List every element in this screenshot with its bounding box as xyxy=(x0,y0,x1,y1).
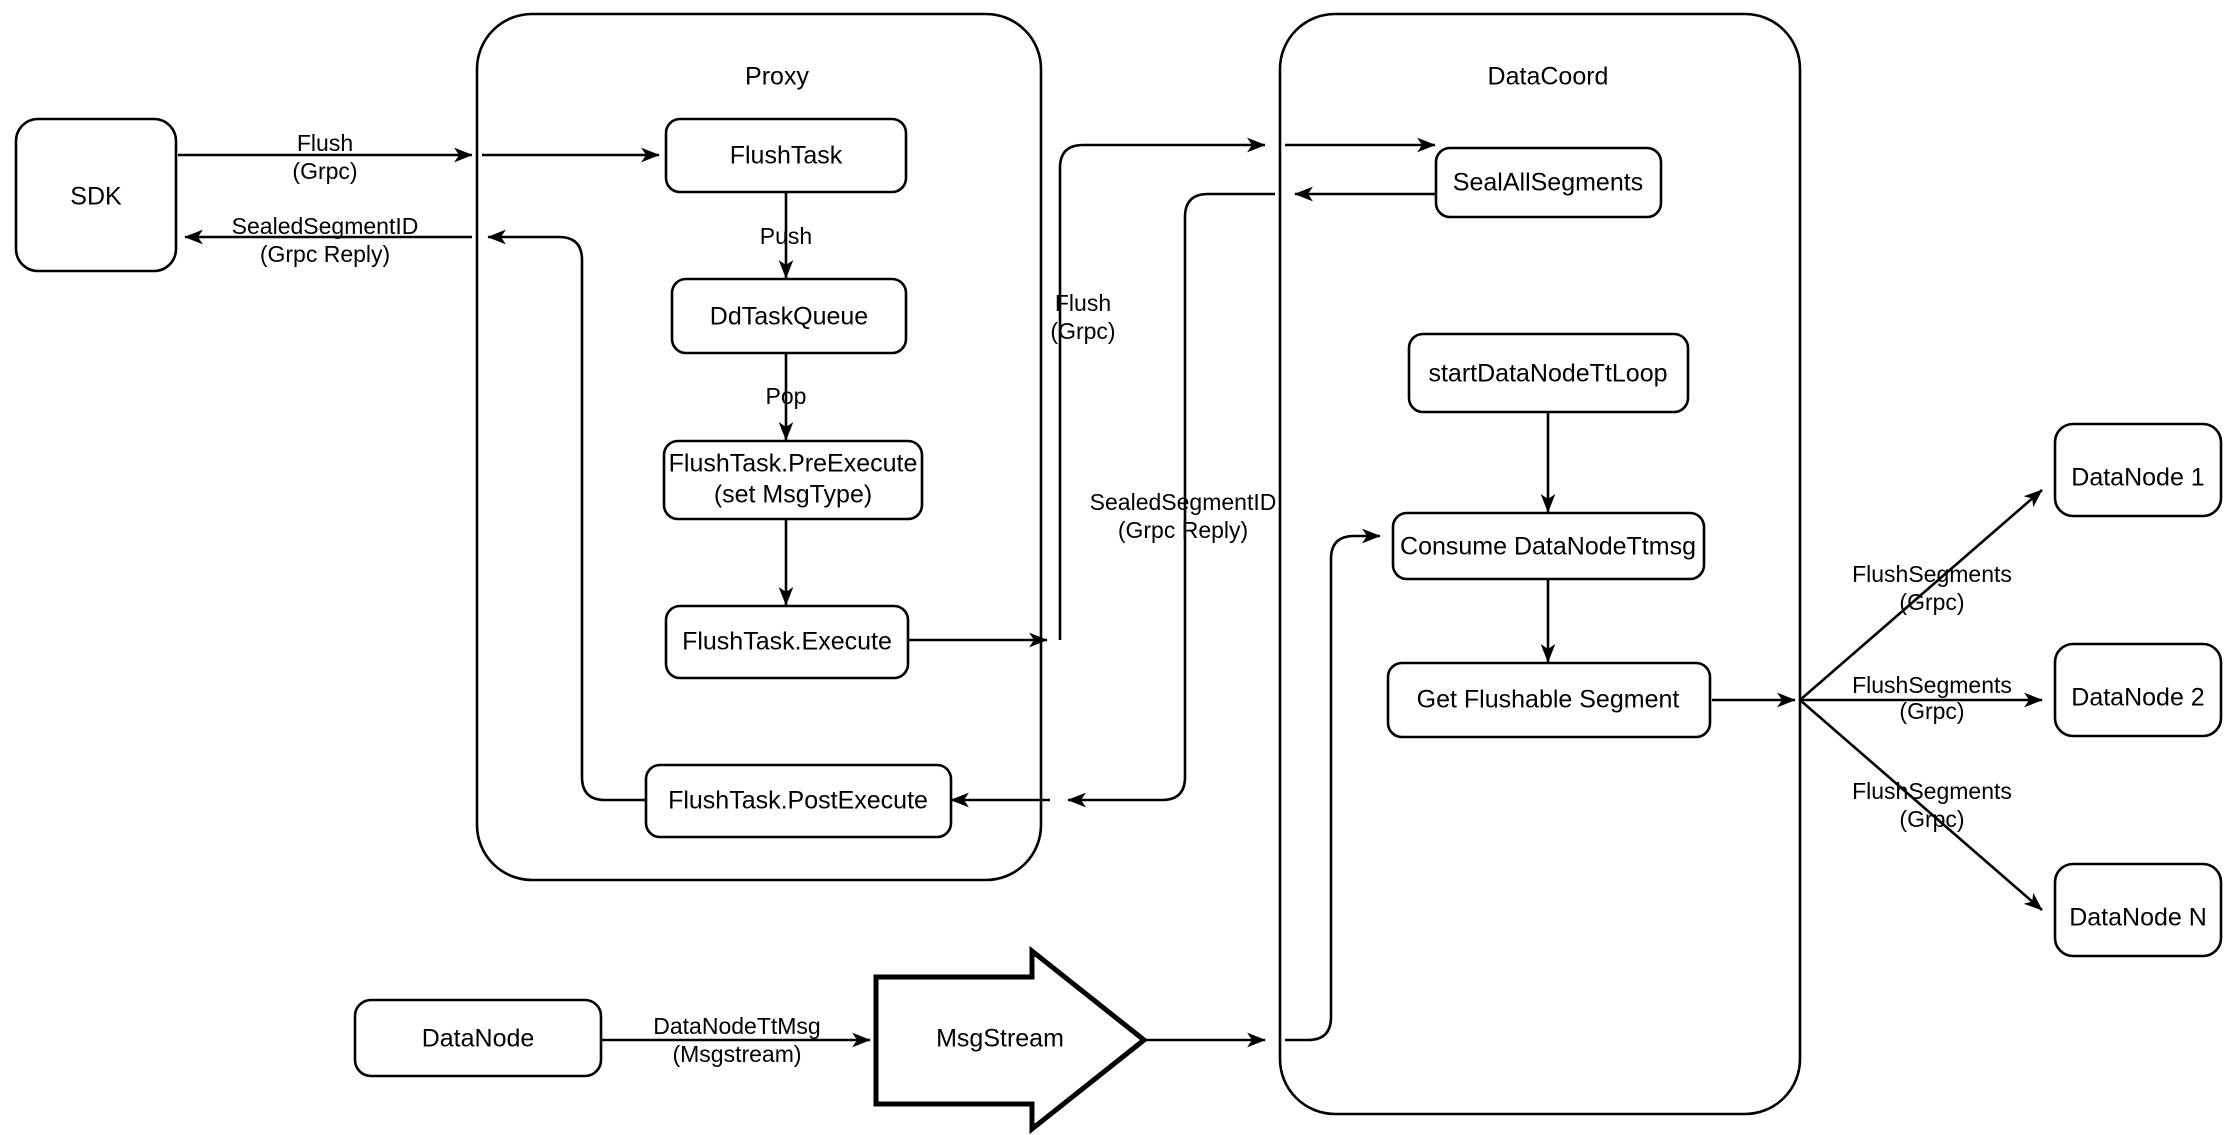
edge-label-flushsegments-2-line1: FlushSegments xyxy=(1852,672,2012,698)
edge-label-flushsegments-1-line2: (Grpc) xyxy=(1899,589,1964,615)
edge-datacoord-to-proxy-sealedsegmentid xyxy=(1067,192,1275,808)
edge-label-flushsegments-n-line2: (Grpc) xyxy=(1899,806,1964,832)
node-preexecute-label-line2: (set MsgType) xyxy=(714,481,872,509)
edge-label-pop: Pop xyxy=(766,383,807,409)
node-flushtask-execute[interactable] xyxy=(664,604,910,680)
node-flushtask-postexecute[interactable] xyxy=(644,763,953,839)
node-datanode-n[interactable] xyxy=(2053,862,2223,958)
node-flushtask[interactable] xyxy=(664,117,908,194)
edge-label-flushsegments-2-line2: (Grpc) xyxy=(1899,698,1964,724)
node-datanode-1-label: DataNode 1 xyxy=(2071,464,2204,492)
edge-proxy-to-datacoord-flush xyxy=(1058,137,1266,640)
edge-label-flushsegments-1-line1: FlushSegments xyxy=(1852,561,2012,587)
node-datanode-n-label: DataNode N xyxy=(2069,904,2207,932)
edge-junction-to-datanode-n xyxy=(1799,699,2043,911)
edge-junction-to-datanode-1 xyxy=(1799,489,2043,701)
node-flushtask-preexecute[interactable] xyxy=(662,439,924,521)
node-sealallsegments-label: SealAllSegments xyxy=(1453,169,1643,197)
group-proxy-label: Proxy xyxy=(745,63,809,91)
node-ddtaskqueue-label: DdTaskQueue xyxy=(710,303,868,331)
group-datacoord-label: DataCoord xyxy=(1488,63,1609,91)
node-get-flushable-segment[interactable] xyxy=(1386,661,1712,739)
node-datanode-2-label: DataNode 2 xyxy=(2071,684,2204,712)
edge-label-proxy-flush-line2: (Grpc) xyxy=(1050,318,1115,344)
node-flushtask-label: FlushTask xyxy=(730,142,843,170)
edge-label-proxy-flush-line1: Flush xyxy=(1055,290,1111,316)
node-execute-label: FlushTask.Execute xyxy=(682,628,892,656)
edge-label-ttmsg-line2: (Msgstream) xyxy=(672,1041,801,1067)
node-getflushable-label: Get Flushable Segment xyxy=(1417,686,1680,714)
edge-postexecute-to-proxy-boundary xyxy=(487,229,646,802)
node-datanode-source-label: DataNode xyxy=(422,1025,535,1053)
node-sealallsegments[interactable] xyxy=(1434,146,1663,219)
edge-label-flush-grpc-line1: Flush xyxy=(297,130,353,156)
node-ttloop-label: startDataNodeTtLoop xyxy=(1428,360,1667,388)
node-sdk-label: SDK xyxy=(70,183,122,211)
node-start-datanode-tt-loop[interactable] xyxy=(1407,332,1690,414)
group-proxy xyxy=(475,12,1043,882)
node-datanode-source[interactable] xyxy=(353,998,603,1078)
edge-label-flush-grpc-line2: (Grpc) xyxy=(292,158,357,184)
node-msgstream[interactable] xyxy=(873,945,1149,1135)
group-datacoord xyxy=(1278,12,1802,1116)
edge-label-datacoord-reply-line2: (Grpc Reply) xyxy=(1118,517,1248,543)
edge-label-sealedsegmentid-line1: SealedSegmentID xyxy=(232,213,419,239)
edge-label-ttmsg-line1: DataNodeTtMsg xyxy=(653,1013,820,1039)
edge-label-push: Push xyxy=(760,223,812,249)
edge-label-datacoord-reply-line1: SealedSegmentID xyxy=(1090,489,1277,515)
edge-datacoord-boundary-to-consume xyxy=(1285,528,1381,1042)
node-sdk[interactable] xyxy=(14,117,178,273)
node-ddtaskqueue[interactable] xyxy=(670,277,908,355)
node-postexecute-label: FlushTask.PostExecute xyxy=(668,787,928,815)
node-preexecute-label-line1: FlushTask.PreExecute xyxy=(669,450,918,478)
node-msgstream-label: MsgStream xyxy=(936,1025,1064,1053)
node-consume-label: Consume DataNodeTtmsg xyxy=(1400,533,1696,561)
node-consume-datanode-ttmsg[interactable] xyxy=(1391,511,1706,581)
node-datanode-1[interactable] xyxy=(2053,422,2223,518)
edge-label-sealedsegmentid-line2: (Grpc Reply) xyxy=(260,241,390,267)
edge-label-flushsegments-n-line1: FlushSegments xyxy=(1852,778,2012,804)
node-datanode-2[interactable] xyxy=(2053,642,2223,738)
